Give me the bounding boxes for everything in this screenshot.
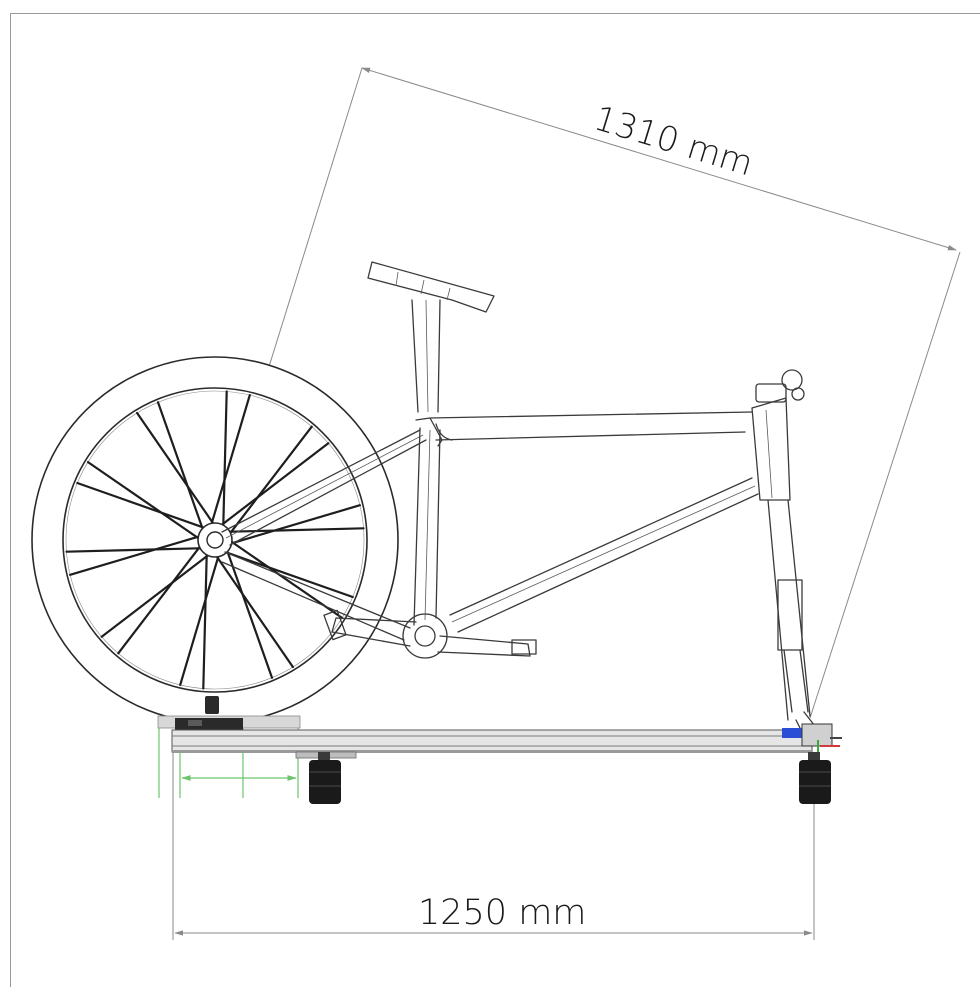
wheel-spoke	[100, 552, 212, 638]
wheel-spoke	[86, 461, 203, 542]
horizontal-dimension: 1250 mm	[172, 750, 815, 940]
wheel-spoke	[209, 394, 251, 528]
wheel-spoke	[213, 552, 294, 669]
wheel-spoke	[156, 401, 205, 533]
wheel-spoke	[227, 425, 313, 537]
wheel-spoke	[227, 504, 361, 546]
wheel-spoke	[222, 550, 354, 599]
drawing-frame	[10, 13, 980, 987]
rear-wheel	[31, 356, 399, 724]
wheel-spoke	[76, 481, 208, 530]
wheel-spoke	[218, 442, 330, 528]
bicycle-frame	[221, 261, 819, 741]
wheel-spoke	[222, 390, 228, 530]
wheel-spoke	[136, 411, 217, 528]
wheel-spoke	[68, 534, 203, 576]
wheel-spoke	[65, 547, 205, 553]
wheel-spoke	[179, 552, 221, 687]
wheel-spokes	[65, 390, 365, 690]
leveling-feet	[309, 752, 831, 804]
wheel-spoke	[202, 550, 208, 690]
wheel-spoke	[225, 547, 274, 679]
diagonal-dimension-label: 1310 mm	[589, 98, 757, 184]
base-rail	[157, 696, 842, 759]
wheel-spoke	[117, 543, 203, 655]
wheel-spoke	[225, 527, 365, 533]
horizontal-dimension-label: 1250 mm	[418, 893, 586, 933]
